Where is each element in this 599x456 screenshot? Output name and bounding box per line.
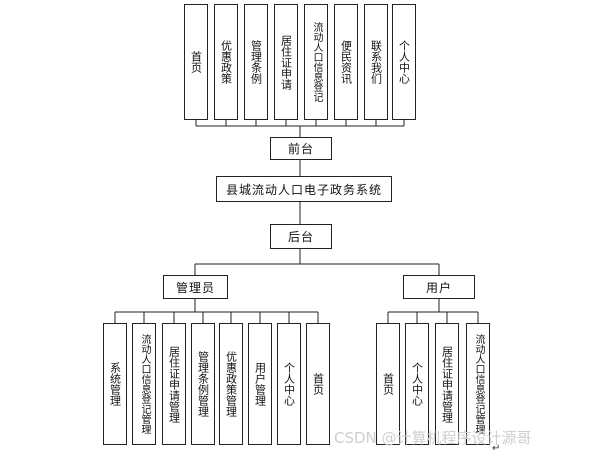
user-role-node: 用户 — [403, 275, 475, 299]
front-item-contact-us: 联系我们 — [364, 4, 388, 120]
user-item-home: 首页 — [376, 323, 400, 445]
front-item-home: 首页 — [184, 4, 208, 120]
user-item-residence-permit-application-management: 居住证申请管理 — [435, 323, 459, 445]
system-title-node: 县城流动人口电子政务系统 — [216, 176, 392, 202]
front-item-convenience-news: 便民资讯 — [334, 4, 358, 120]
user-item-floating-population-registration-management: 流动人口信息登记管理 — [466, 323, 490, 445]
frontend-node: 前台 — [270, 137, 332, 160]
user-item-personal-center: 个人中心 — [405, 323, 429, 445]
front-item-personal-center: 个人中心 — [392, 4, 416, 120]
front-item-preferential-policy: 优惠政策 — [214, 4, 238, 120]
admin-item-regulations-management: 管理条例管理 — [191, 323, 215, 445]
admin-item-user-management: 用户管理 — [248, 323, 272, 445]
admin-item-floating-population-registration-management: 流动人口信息登记管理 — [132, 323, 156, 445]
backend-node: 后台 — [270, 224, 332, 249]
admin-item-home: 首页 — [306, 323, 330, 445]
admin-item-residence-permit-application-management: 居住证申请管理 — [162, 323, 186, 445]
csdn-watermark: CSDN @计算机程序设计源哥 — [334, 429, 532, 447]
paragraph-mark-icon: ↵ — [492, 443, 501, 454]
front-item-floating-population-registration: 流动人口信息登记 — [304, 4, 328, 120]
front-item-residence-permit-application: 居住证申请 — [274, 4, 298, 120]
front-item-regulations: 管理条例 — [244, 4, 268, 120]
admin-item-system-management: 系统管理 — [103, 323, 127, 445]
admin-item-personal-center: 个人中心 — [277, 323, 301, 445]
admin-role-node: 管理员 — [163, 275, 228, 299]
admin-item-preferential-policy-management: 优惠政策管理 — [219, 323, 243, 445]
